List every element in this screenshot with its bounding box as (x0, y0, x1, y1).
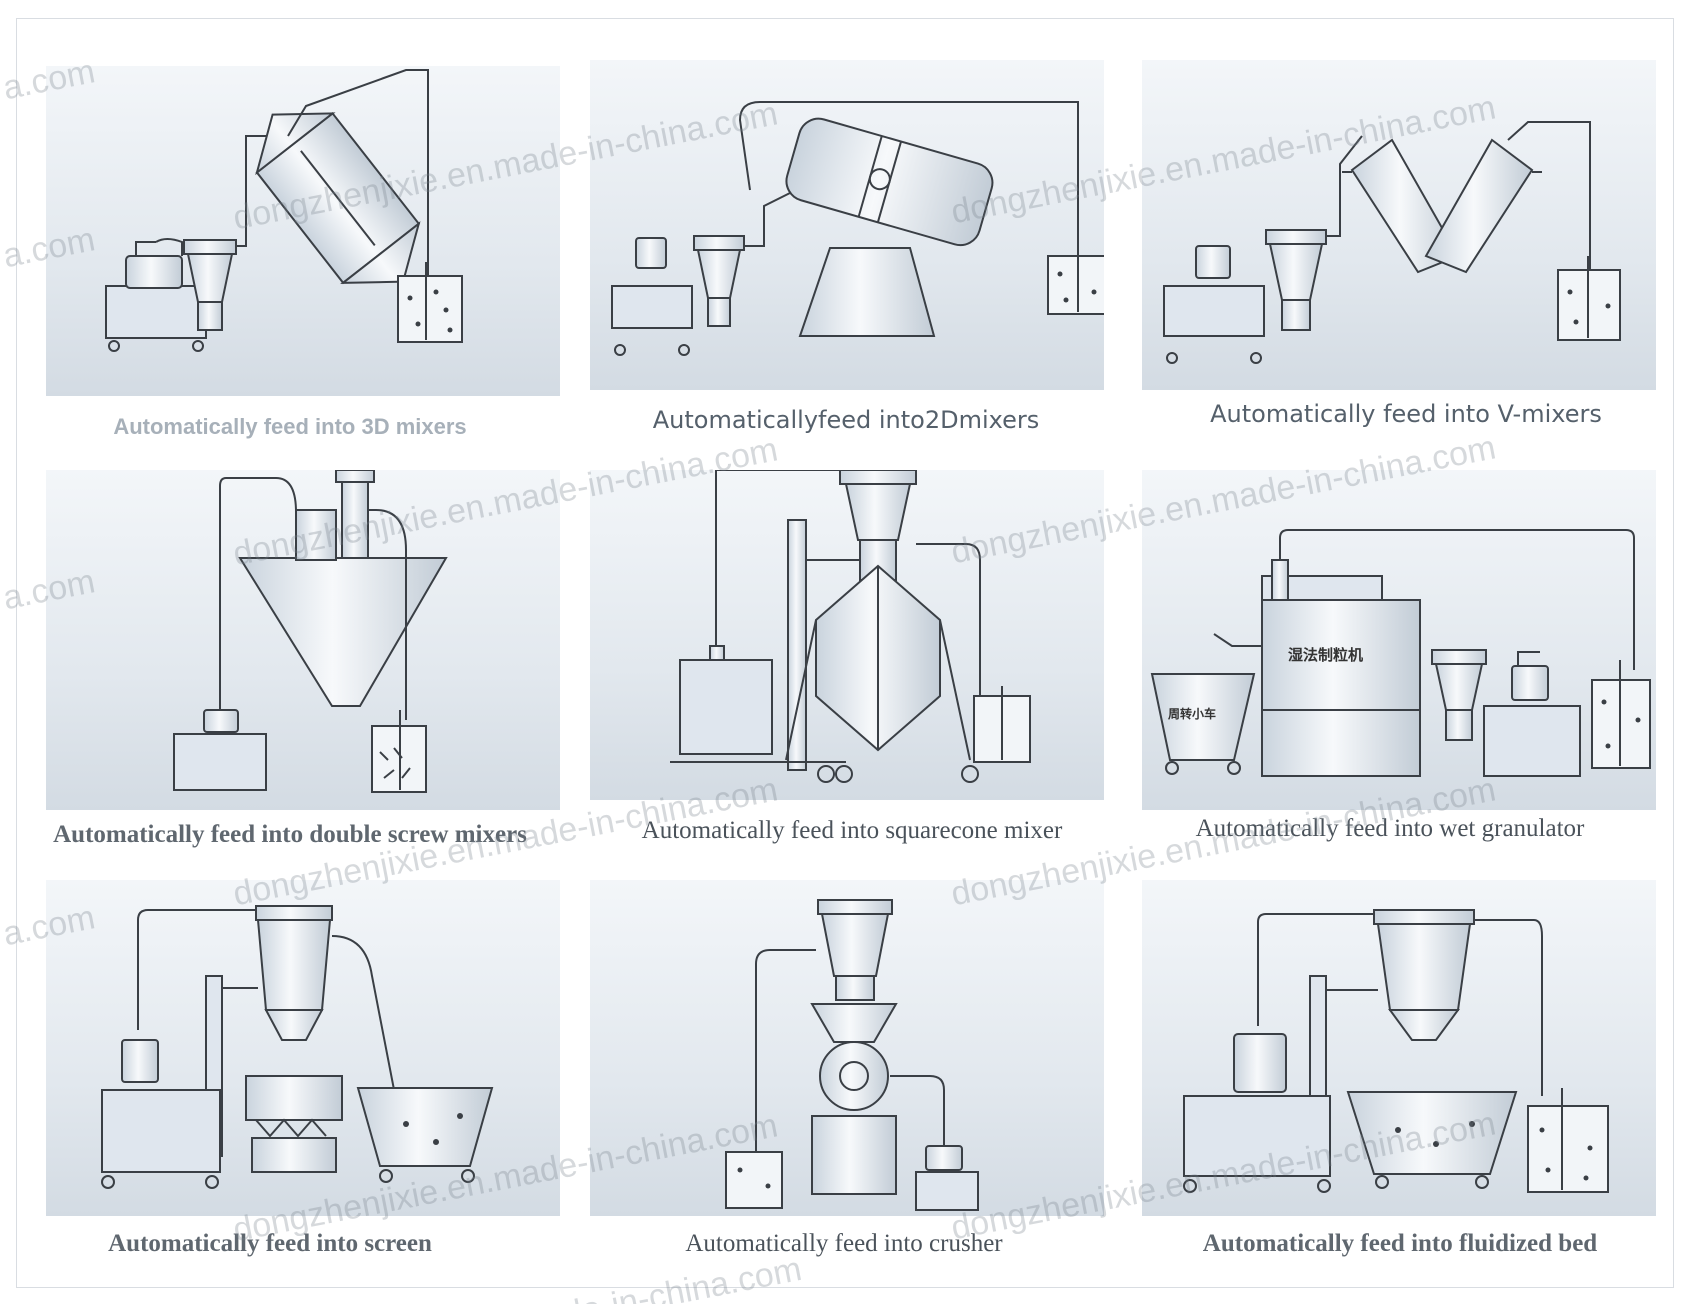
panel-double-screw-mixer (46, 470, 560, 810)
feeder-cone (1434, 663, 1484, 711)
vacuum-pump-cabinet (1163, 285, 1265, 337)
panel-fluidized-bed (1142, 880, 1656, 1216)
vacuum-pump-cabinet (173, 733, 267, 791)
turnover-cart-label: 周转小车 (1168, 706, 1216, 721)
caption-screen: Automatically feed into screen (108, 1230, 432, 1257)
caption-v-mixer: Automatically feed into V-mixers (1210, 400, 1602, 428)
crusher-base (811, 1115, 897, 1195)
feeder-cone (696, 249, 742, 299)
vacuum-pump-cabinet (915, 1171, 979, 1211)
screw-drive (341, 477, 369, 559)
diagram-screen (101, 905, 494, 1189)
diagram-double-screw-mixer (173, 470, 448, 793)
vacuum-pump-cabinet (105, 285, 207, 339)
feeder-cone (820, 913, 890, 977)
diagram-squarecone-mixer (670, 470, 1031, 783)
caption-fluidized-bed: Automatically feed into fluidized bed (1202, 1230, 1598, 1257)
feeder-cone (256, 919, 332, 1011)
panel-crusher (590, 880, 1104, 1216)
hopper-top (183, 239, 237, 255)
wet-granulator-machine (1261, 599, 1421, 777)
v-mixer-right-arm (1424, 138, 1534, 274)
fluidized-bed-hopper (1346, 1091, 1518, 1175)
vacuum-pump-cabinet (101, 1089, 221, 1173)
3d-mixer-drum (255, 112, 421, 285)
mixer-stand (798, 247, 936, 337)
lift-column (787, 519, 807, 771)
panel-squarecone-mixer (590, 470, 1104, 800)
diagram-fluidized-bed (1183, 909, 1609, 1193)
caption-crusher: Automatically feed into crusher (685, 1230, 1003, 1257)
diagram-2d-mixer (611, 101, 1104, 356)
diagram-v-mixer (1163, 121, 1621, 364)
panel-screen (46, 880, 560, 1216)
vibrating-screen (245, 1075, 343, 1121)
caption-2d-mixer: Automaticallyfeed into2Dmixers (652, 406, 1040, 434)
panel-v-mixer (1142, 60, 1656, 390)
panel-2d-mixer (590, 60, 1104, 390)
wet-granulator-label: 湿法制粒机 (1288, 646, 1363, 664)
panel-3d-mixer (46, 66, 560, 396)
feeder-cone (1268, 243, 1324, 301)
diagram-wet-granulator: 湿法制粒机 周转小车 (1150, 529, 1651, 777)
page-frame (16, 18, 1674, 1288)
caption-wet-granulator: Automatically feed into wet granulator (1195, 815, 1585, 842)
diagram-3d-mixer (105, 69, 463, 352)
vacuum-pump-cabinet (1183, 1095, 1331, 1177)
double-screw-cone (238, 557, 448, 707)
caption-3d-mixer: Automatically feed into 3D mixers (113, 414, 467, 439)
filter-tank (125, 255, 183, 289)
caption-squarecone-mixer: Automatically feed into squarecone mixer (641, 817, 1063, 844)
feeder-cone (1376, 923, 1472, 1011)
turnover-cart (1150, 673, 1256, 761)
caption-double-screw-mixer: Automatically feed into double screw mix… (53, 821, 527, 848)
vacuum-pump-cabinet (611, 285, 693, 329)
diagram-crusher (725, 899, 979, 1211)
material-bin (397, 275, 463, 343)
crusher-mill (819, 1041, 889, 1111)
2d-mixer-drum (785, 117, 994, 247)
panel-wet-granulator: 湿法制粒机 周转小车 (1142, 470, 1656, 810)
feeder-cone (844, 483, 912, 541)
material-hopper (356, 1087, 494, 1167)
crusher-hopper (810, 1003, 898, 1043)
vacuum-pump-cabinet (679, 659, 773, 755)
vacuum-pump-cabinet (1483, 705, 1581, 777)
